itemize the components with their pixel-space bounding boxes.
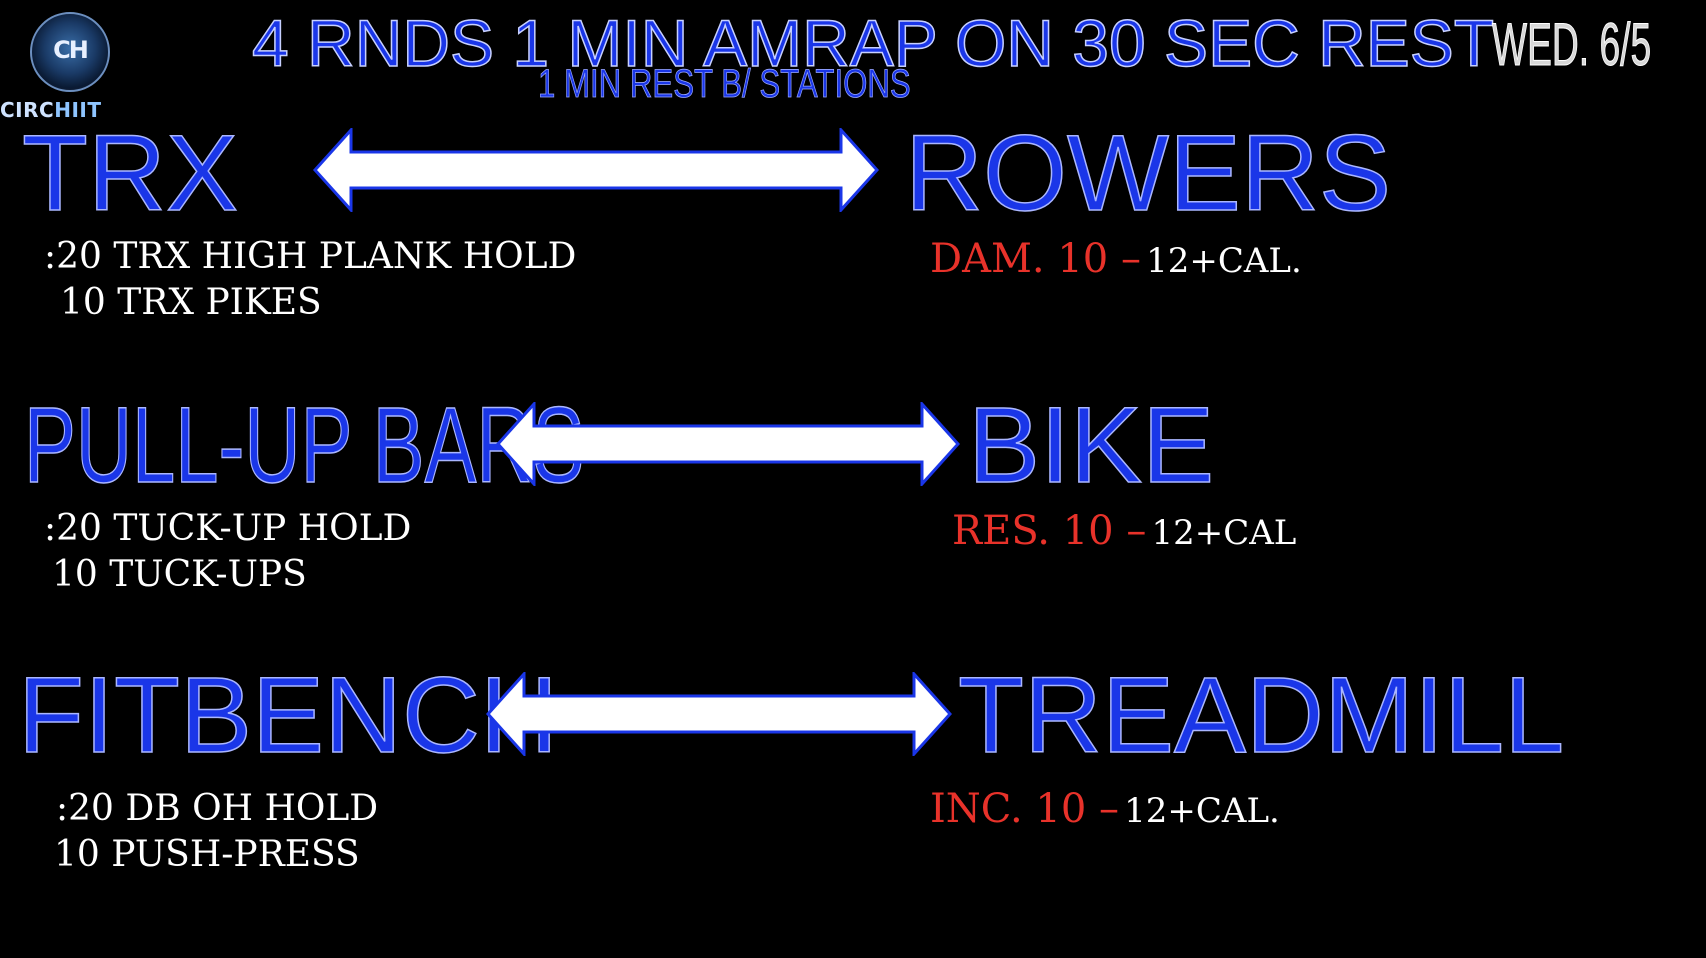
workout-subtitle: 1 MIN REST B/ STATIONS xyxy=(538,62,911,107)
cardio-instruction: DAM. 10 – 12+CAL. xyxy=(930,236,1302,282)
cardio-instruction: INC. 10 – 12+CAL. xyxy=(930,786,1280,832)
circhiit-logo: CH CIRCHIIT xyxy=(0,10,128,125)
double-arrow-icon xyxy=(486,672,952,756)
station-pull-up-bars: PULL-UP BARS xyxy=(23,384,585,505)
station-fitbench: FITBENCH xyxy=(17,654,559,775)
station-rowers: ROWERS xyxy=(904,112,1392,233)
cardio-target: 12+CAL xyxy=(1151,513,1297,553)
exercise-line: 10 TRX PIKES xyxy=(60,282,322,323)
exercise-line: :20 DB OH HOLD xyxy=(56,788,379,829)
exercise-line: :20 TRX HIGH PLANK HOLD xyxy=(44,236,577,277)
station-bike: BIKE xyxy=(967,384,1215,505)
exercise-line: 10 TUCK-UPS xyxy=(52,554,307,595)
exercise-line: :20 TUCK-UP HOLD xyxy=(44,508,412,549)
cardio-target: 12+CAL. xyxy=(1146,241,1302,281)
station-trx: TRX xyxy=(21,112,239,233)
logo-badge: CH xyxy=(30,12,110,92)
double-arrow-icon xyxy=(313,128,879,212)
exercise-line: 10 PUSH-PRESS xyxy=(54,834,360,875)
logo-text-accent: HIIT xyxy=(54,98,102,122)
cardio-instruction: RES. 10 – 12+CAL xyxy=(952,508,1296,554)
logo-text-main: CIRC xyxy=(0,98,55,122)
workout-date: WED. 6/5 xyxy=(1492,11,1652,79)
cardio-setting: DAM. 10 – xyxy=(930,236,1141,282)
workout-title: 4 RNDS 1 MIN AMRAP ON 30 SEC REST xyxy=(251,5,1495,81)
logo-mark: CH xyxy=(53,36,89,64)
cardio-setting: INC. 10 – xyxy=(930,786,1120,832)
cardio-setting: RES. 10 – xyxy=(952,508,1147,554)
station-treadmill: TREADMILL xyxy=(957,654,1565,775)
cardio-target: 12+CAL. xyxy=(1124,791,1280,831)
logo-wordmark: CIRCHIIT xyxy=(0,98,140,122)
double-arrow-icon xyxy=(496,402,960,486)
